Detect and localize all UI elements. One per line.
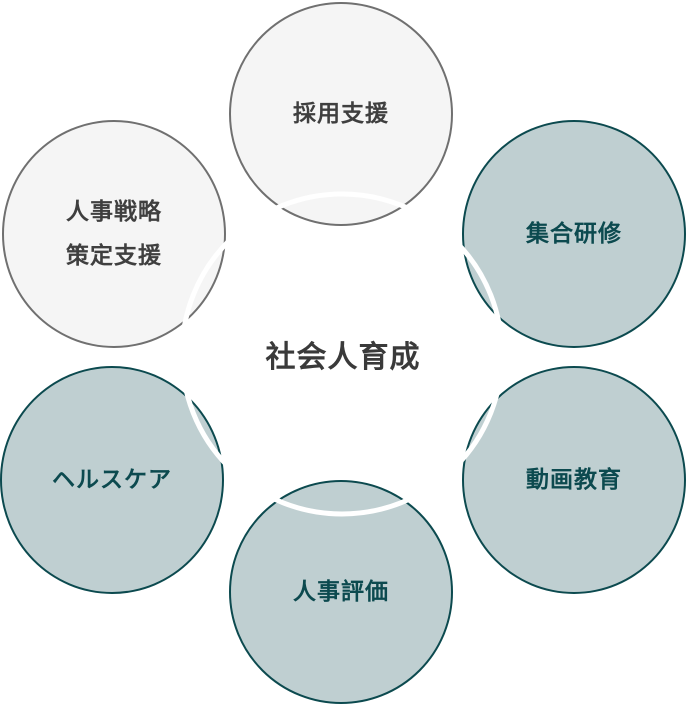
node-health-label-1: ヘルスケア <box>52 467 172 493</box>
center-label: 社会人育成 <box>265 340 421 375</box>
node-senryaku-label-1: 人事戦略 <box>66 199 162 225</box>
node-saiyo-label-1: 採用支援 <box>293 101 389 127</box>
node-hyoka: 人事評価 <box>229 480 453 704</box>
node-senryaku-label-2: 策定支援 <box>66 243 162 269</box>
node-health: ヘルスケア <box>0 366 224 594</box>
node-shugo-label-1: 集合研修 <box>526 221 622 247</box>
node-doga: 動画教育 <box>462 366 686 594</box>
node-shugo: 集合研修 <box>462 120 686 348</box>
node-hyoka-label-1: 人事評価 <box>293 579 389 605</box>
node-saiyo: 採用支援 <box>229 2 453 226</box>
node-doga-label-1: 動画教育 <box>526 467 622 493</box>
center-ring-circle <box>179 191 505 517</box>
